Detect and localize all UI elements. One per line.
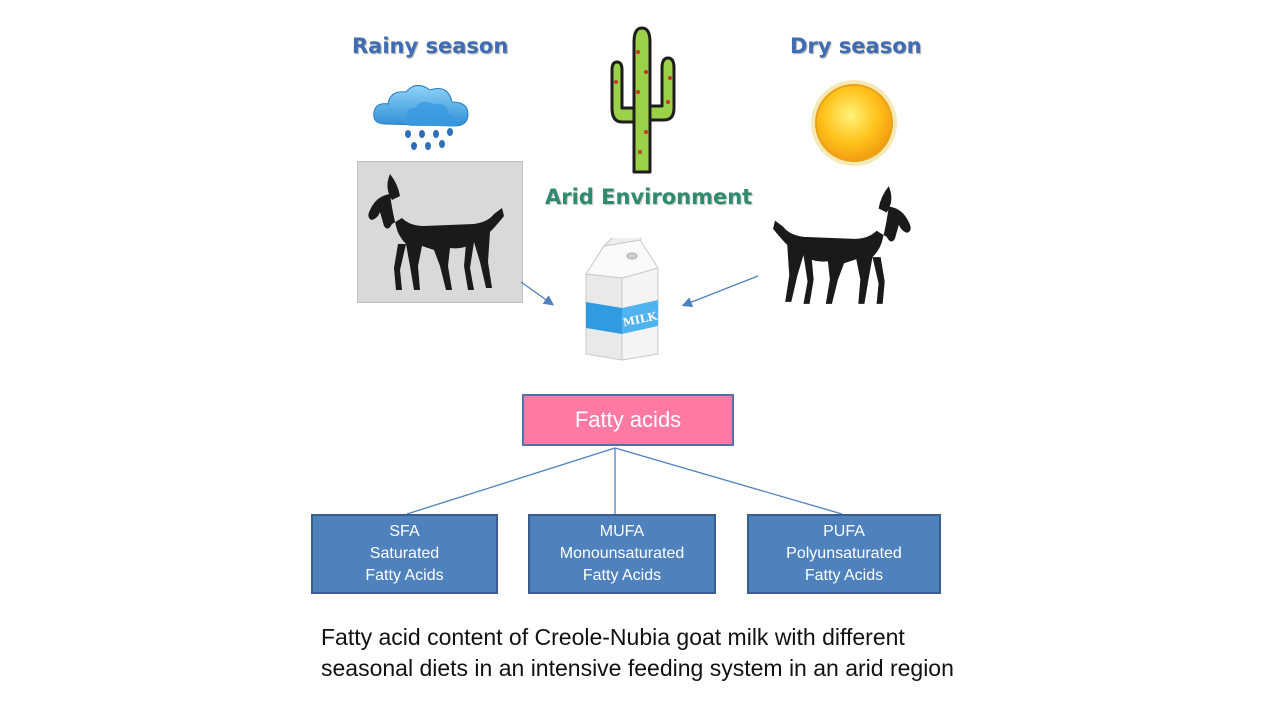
mufa-box: MUFA Monounsaturated Fatty Acids	[528, 514, 716, 594]
rainy-season-title: Rainy season	[352, 34, 509, 58]
cactus-icon	[610, 26, 676, 174]
arrow-left-to-milk	[520, 281, 555, 306]
fatty-acids-box: Fatty acids	[522, 394, 734, 446]
fatty-acids-label: Fatty acids	[574, 407, 682, 432]
mufa-suffix: Fatty Acids	[582, 567, 662, 584]
mufa-name: Monounsaturated	[559, 545, 685, 562]
arrow-right-to-milk	[681, 275, 759, 307]
figure-caption: Fatty acid content of Creole-Nubia goat …	[321, 624, 954, 681]
goat-icon	[773, 186, 911, 304]
arid-environment-title: Arid Environment	[545, 185, 753, 209]
sfa-name: Saturated	[369, 545, 440, 562]
connector-sfa	[406, 447, 616, 515]
pufa-suffix: Fatty Acids	[804, 567, 884, 584]
dry-season-title: Dry season	[790, 34, 922, 58]
pufa-abbrev: PUFA	[823, 523, 865, 540]
rain-cloud-icon	[373, 85, 469, 150]
pufa-box: PUFA Polyunsaturated Fatty Acids	[747, 514, 941, 594]
pufa-name: Polyunsaturated	[786, 545, 902, 562]
sfa-abbrev: SFA	[389, 523, 420, 540]
sfa-suffix: Fatty Acids	[365, 567, 444, 584]
connector-pufa	[614, 447, 843, 515]
goat-icon	[368, 174, 504, 290]
sfa-box: SFA Saturated Fatty Acids	[311, 514, 498, 594]
sun-icon	[811, 80, 897, 166]
milk-carton-icon: MILK	[585, 238, 659, 361]
mufa-abbrev: MUFA	[599, 523, 645, 540]
